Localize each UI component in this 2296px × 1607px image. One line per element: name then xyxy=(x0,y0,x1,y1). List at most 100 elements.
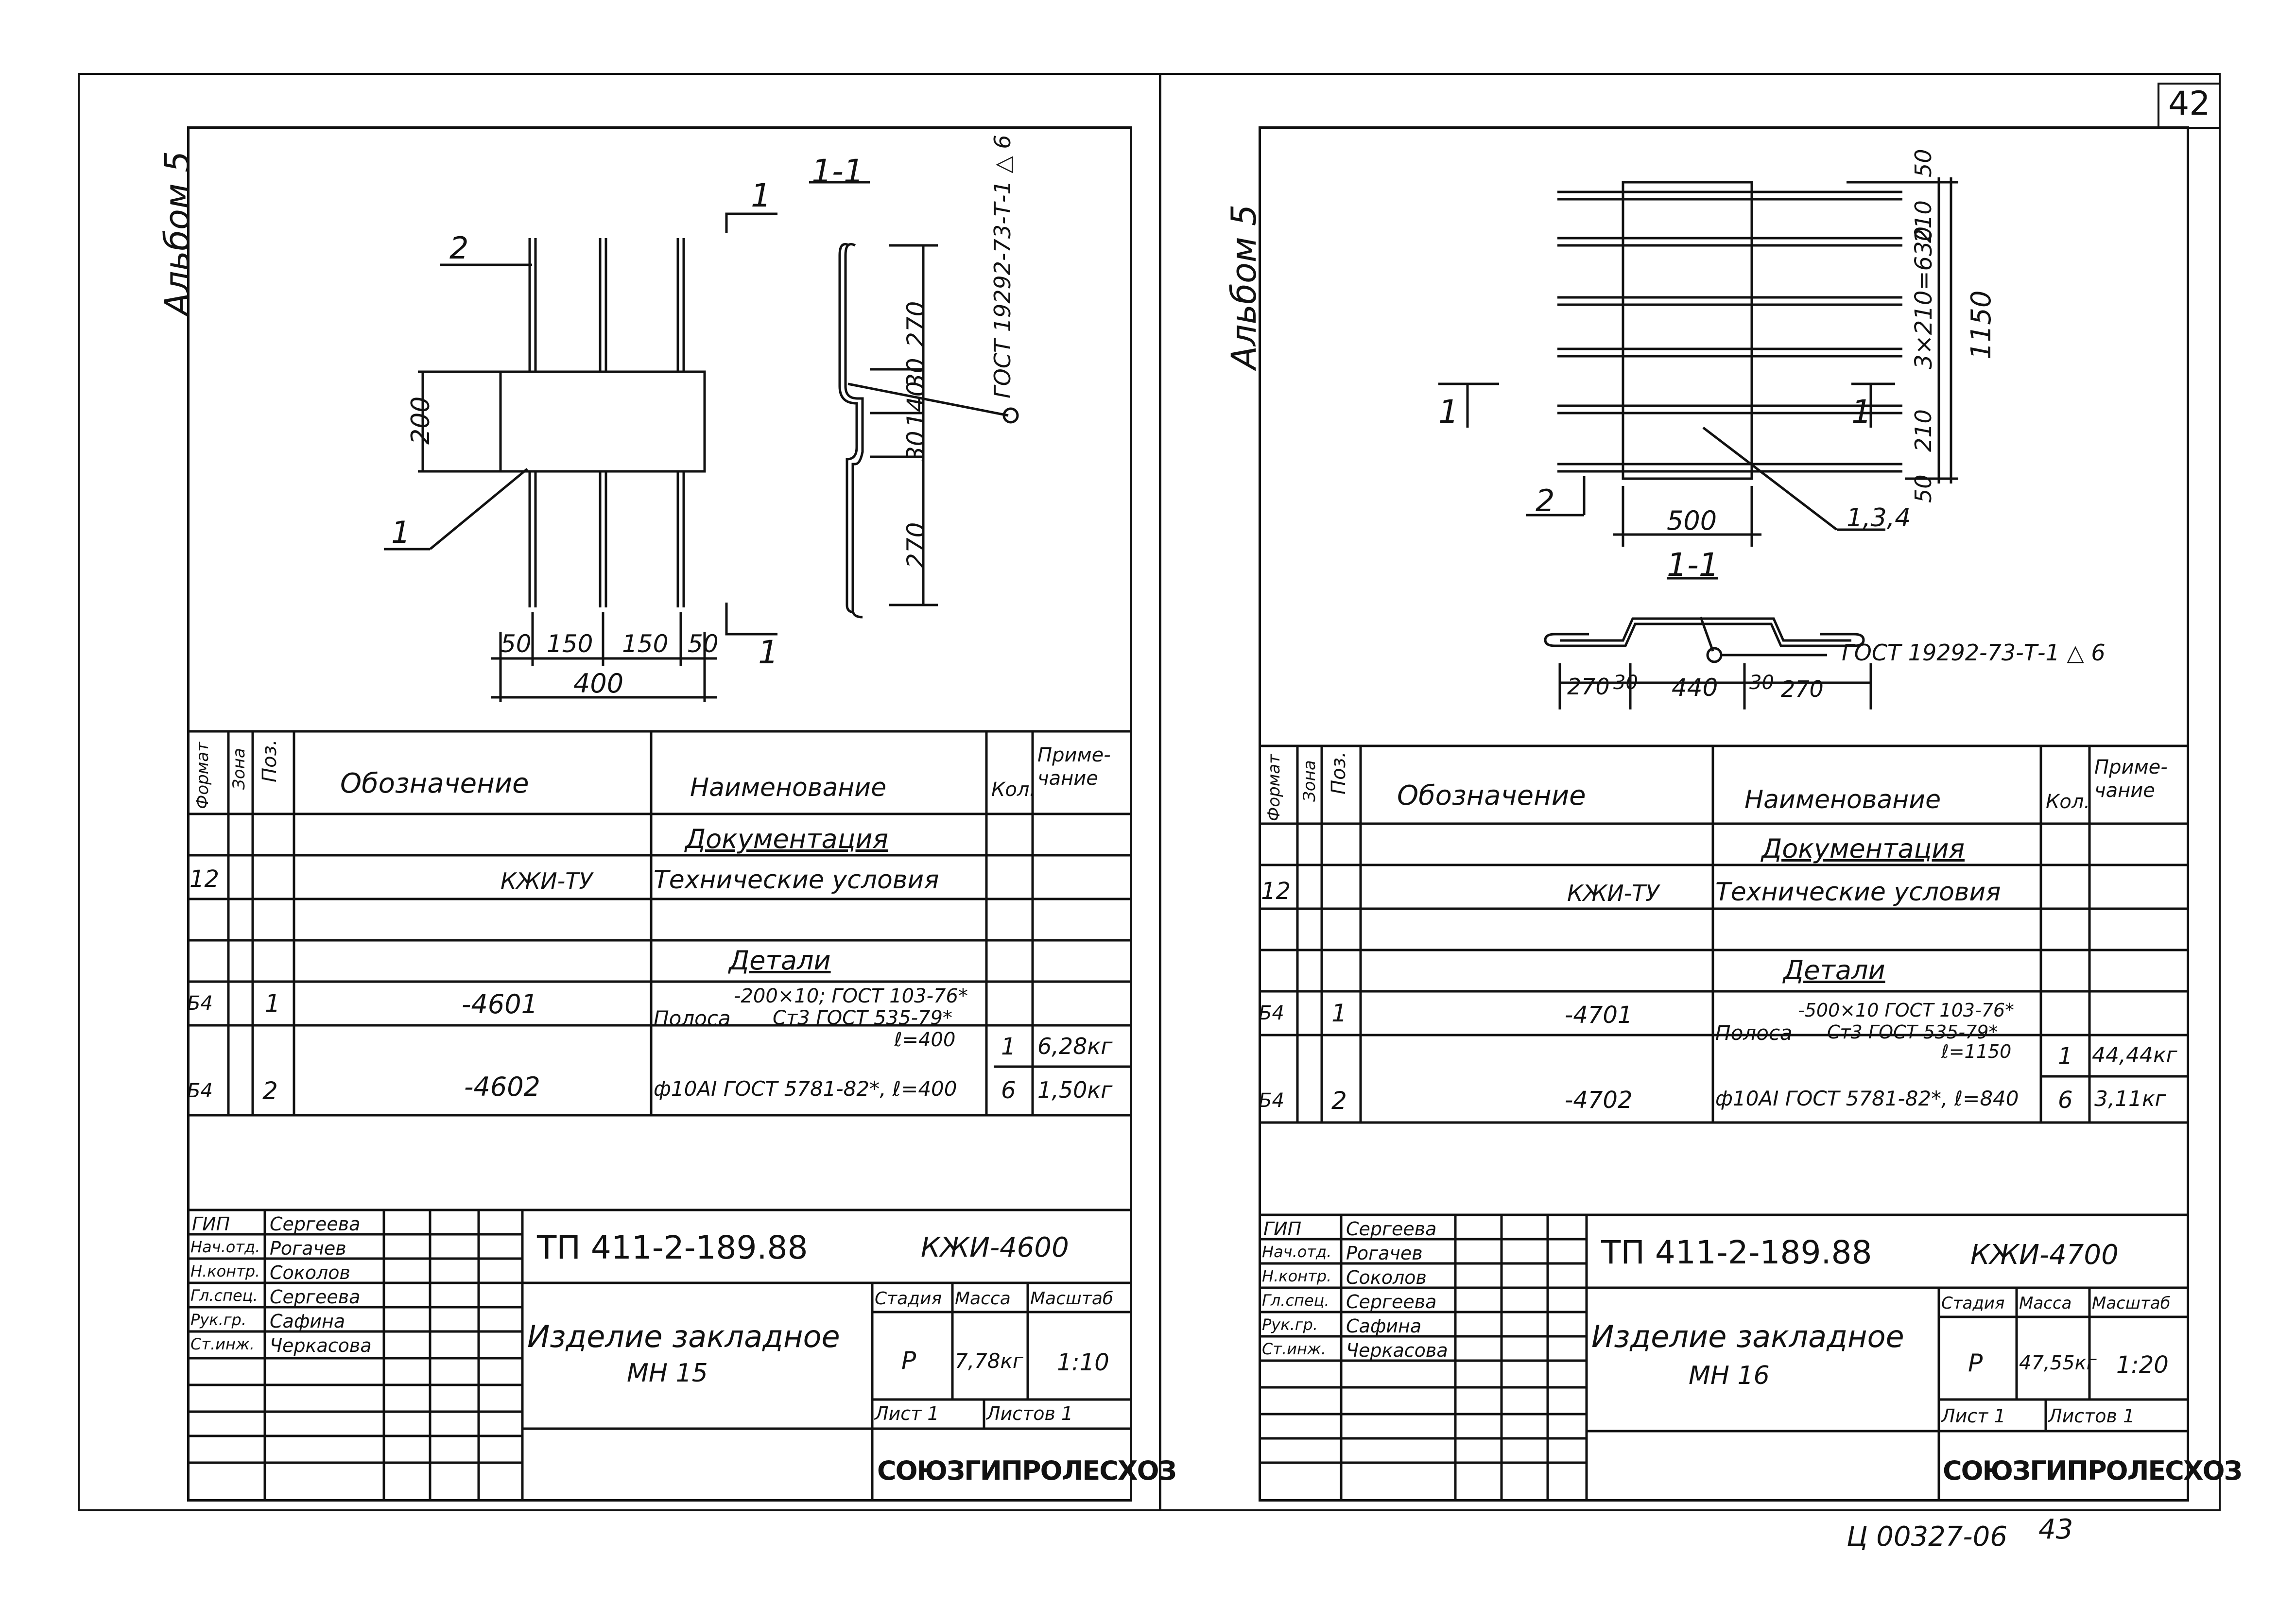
right-tb-scale-h: Масштаб xyxy=(2092,1294,2171,1313)
left-dim-200: 200 xyxy=(406,396,435,445)
right-hdr-name: Наименование xyxy=(1744,785,1941,814)
right-tb-item-2: МН 16 xyxy=(1689,1361,1770,1390)
left-row2-pos: 2 xyxy=(262,1077,278,1105)
right-row2-note: 3,11кг xyxy=(2094,1087,2166,1111)
right-dim-s440: 440 xyxy=(1672,674,1718,702)
right-dim-50a: 50 xyxy=(1910,149,1936,177)
right-tb-name-1: Сергеева xyxy=(1346,1218,1437,1240)
right-hdr-pos: Поз. xyxy=(1328,751,1350,795)
right-pos-label-rods: 2 xyxy=(1536,483,1555,518)
left-doc-name: Технические условия xyxy=(654,865,939,895)
left-row1-qty: 1 xyxy=(1001,1033,1016,1060)
left-row2-name: ф10АI ГОСТ 5781-82*, ℓ=400 xyxy=(654,1077,957,1101)
left-tb-stage: Р xyxy=(901,1347,916,1375)
right-section-mark-left: 1 xyxy=(1438,393,1459,431)
left-dim-270b: 270 xyxy=(902,522,930,569)
right-section-parts: Детали xyxy=(1783,955,1885,985)
right-tb-sheets: Листов 1 xyxy=(2048,1405,2135,1427)
left-tb-mass: 7,78кг xyxy=(955,1349,1023,1373)
left-section-title: 1-1 xyxy=(811,153,864,190)
left-row2-note: 1,50кг xyxy=(1037,1077,1113,1103)
right-row1-line2: Ст3 ГОСТ 535-79* xyxy=(1827,1021,1998,1043)
left-pos-label-plate: 1 xyxy=(391,515,411,550)
right-hdr-note: Приме- чание xyxy=(2094,756,2168,802)
left-hdr-qty: Кол. xyxy=(991,778,1036,801)
right-tb-name-3: Соколов xyxy=(1346,1267,1427,1288)
left-hdr-zone: Зона xyxy=(229,748,249,790)
right-tb-org: СОЮЗГИПРОЛЕСХОЗ xyxy=(1943,1455,2243,1486)
right-tb-name-5: Сафина xyxy=(1346,1315,1422,1337)
left-section-parts: Детали xyxy=(729,945,831,976)
left-doc-format: 12 xyxy=(190,865,220,893)
archive-code: Ц 00327-06 xyxy=(1847,1521,2007,1553)
right-tb-code: КЖИ-4700 xyxy=(1970,1239,2119,1271)
left-dim-50b: 50 xyxy=(688,630,719,658)
left-tb-item-2: МН 15 xyxy=(627,1359,708,1388)
left-row1-prefix: Полоса xyxy=(654,1006,731,1030)
left-tb-code: КЖИ-4600 xyxy=(921,1232,1069,1263)
right-doc-format: 12 xyxy=(1261,878,1291,905)
right-tb-role-6: Ст.инж. xyxy=(1262,1340,1326,1358)
left-row1-line3: ℓ=400 xyxy=(894,1029,956,1051)
left-pos-label-rods: 2 xyxy=(449,230,469,266)
right-tb-role-1: ГИП xyxy=(1263,1218,1302,1240)
right-tb-mass-h: Масса xyxy=(2019,1294,2072,1313)
right-hdr-designation: Обозначение xyxy=(1397,780,1586,812)
left-tb-name-5: Сафина xyxy=(270,1311,345,1332)
left-weld-note: ГОСТ 19292-73-Т-1 △ 6 xyxy=(989,135,1016,398)
left-dim-150b: 150 xyxy=(622,630,669,658)
right-hdr-zone: Зона xyxy=(1300,760,1319,802)
left-dim-150a: 150 xyxy=(547,630,593,658)
left-tb-name-4: Сергеева xyxy=(270,1286,361,1308)
right-dim-210a: 210 xyxy=(1910,200,1936,243)
right-row2-pos: 2 xyxy=(1331,1087,1347,1115)
left-tb-role-6: Ст.инж. xyxy=(190,1335,255,1353)
left-tb-name-3: Соколов xyxy=(270,1262,350,1283)
right-row2-format: Б4 xyxy=(1259,1089,1284,1112)
left-tb-mass-h: Масса xyxy=(955,1289,1011,1309)
right-tb-role-4: Гл.спец. xyxy=(1262,1291,1329,1310)
left-row1-pos: 1 xyxy=(265,989,280,1018)
right-doc-name: Технические условия xyxy=(1715,878,2001,907)
left-section-mark-top: 1 xyxy=(751,177,771,214)
right-tb-scale: 1:20 xyxy=(2116,1351,2169,1379)
left-tb-name-6: Черкасова xyxy=(270,1335,372,1356)
left-row2-designation: -4602 xyxy=(464,1071,540,1102)
right-hdr-format: Формат xyxy=(1264,754,1284,821)
left-dim-50a: 50 xyxy=(501,630,532,658)
right-tb-item-1: Изделие закладное xyxy=(1591,1319,1904,1354)
right-plate xyxy=(1622,181,1753,480)
left-row1-note: 6,28кг xyxy=(1037,1033,1113,1059)
page-number: 42 xyxy=(2168,85,2210,123)
right-section-title: 1-1 xyxy=(1667,546,1719,584)
right-title-block xyxy=(1259,1213,2189,1502)
right-tb-stage: Р xyxy=(1968,1349,1983,1377)
page-number-box xyxy=(2158,83,2221,129)
right-doc-designation: КЖИ-ТУ xyxy=(1567,880,1659,906)
left-tb-project: ТП 411-2-189.88 xyxy=(537,1229,808,1266)
left-section-docs: Документация xyxy=(685,824,888,854)
left-dim-30b: 30 xyxy=(902,431,930,462)
left-tb-stage-h: Стадия xyxy=(875,1289,942,1309)
right-row1-pos: 1 xyxy=(1331,999,1347,1027)
right-dim-500: 500 xyxy=(1667,505,1717,536)
left-hdr-name: Наименование xyxy=(690,773,887,802)
right-row2-qty: 6 xyxy=(2058,1087,2073,1114)
right-spec-table xyxy=(1259,744,2189,1124)
left-row2-qty: 6 xyxy=(1001,1077,1016,1104)
left-plate xyxy=(499,370,706,473)
left-spec-table xyxy=(187,730,1132,1117)
outer-border-right xyxy=(1159,73,2221,1511)
left-row2-format: Б4 xyxy=(187,1080,213,1102)
left-tb-name-1: Сергеева xyxy=(270,1213,361,1235)
right-sheet-frame xyxy=(1259,126,2189,1502)
right-row1-qty: 1 xyxy=(2058,1043,2073,1070)
right-section-mark-right: 1 xyxy=(1851,393,1872,431)
right-row1-note: 44,44кг xyxy=(2092,1043,2177,1068)
left-row1-designation: -4601 xyxy=(462,989,538,1019)
right-dim-spacing: 3×210=630 xyxy=(1910,226,1937,369)
left-row1-format: Б4 xyxy=(187,992,213,1015)
right-row1-line1: -500×10 ГОСТ 103-76* xyxy=(1798,1000,2015,1021)
left-tb-role-5: Рук.гр. xyxy=(190,1311,247,1329)
